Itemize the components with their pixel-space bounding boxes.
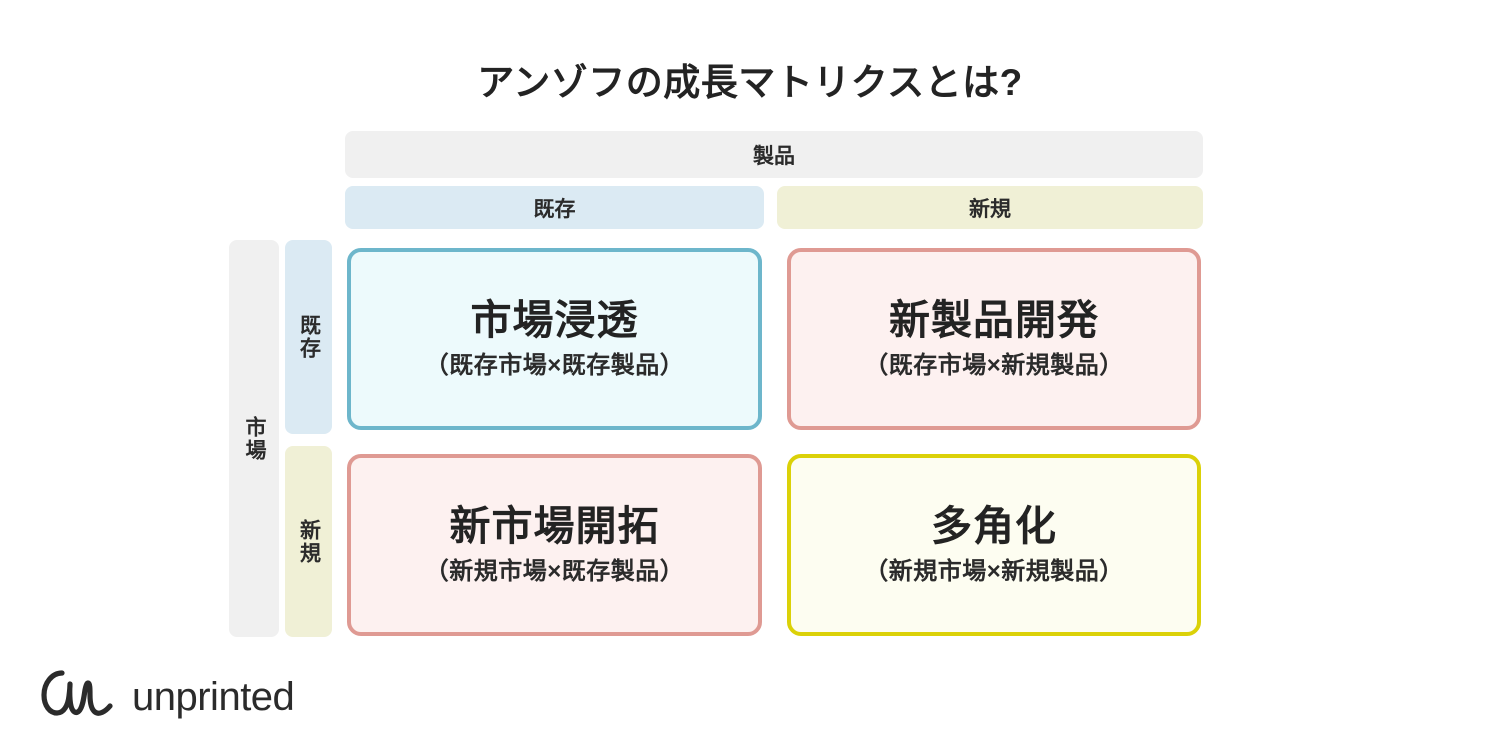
quadrant-diversification: 多角化 （新規市場×新規製品） <box>787 454 1201 636</box>
brand-wordmark: unprinted <box>132 674 295 719</box>
quadrant-market-development: 新市場開拓 （新規市場×既存製品） <box>347 454 762 636</box>
quadrant-product-development: 新製品開発 （既存市場×新規製品） <box>787 248 1201 430</box>
product-column-header-existing-label: 既存 <box>533 197 576 221</box>
brand-logo: unprinted <box>40 668 295 725</box>
market-row-header-new: 新規 <box>285 446 332 637</box>
quadrant-market-penetration: 市場浸透 （既存市場×既存製品） <box>347 248 762 430</box>
market-row-header-existing-label: 既存 <box>297 314 321 360</box>
market-row-header-new-label: 新規 <box>297 518 321 565</box>
quadrant-market-penetration-title: 市場浸透 <box>470 297 639 344</box>
quadrant-product-development-subtitle: （既存市場×新規製品） <box>864 352 1124 380</box>
quadrant-diversification-title: 多角化 <box>931 503 1057 550</box>
quadrant-market-development-subtitle: （新規市場×既存製品） <box>424 558 685 586</box>
market-row-header-existing: 既存 <box>285 240 332 434</box>
product-column-header-existing: 既存 <box>345 186 764 229</box>
product-column-header-new: 新規 <box>777 186 1203 229</box>
quadrant-market-penetration-subtitle: （既存市場×既存製品） <box>424 352 685 380</box>
unprinted-script-mark-icon <box>40 668 118 725</box>
product-axis-group-text: 製品 <box>753 144 795 168</box>
page-title: アンゾフの成長マトリクスとは? <box>477 62 1023 103</box>
product-column-header-new-label: 新規 <box>969 197 1011 221</box>
quadrant-product-development-title: 新製品開発 <box>889 297 1099 344</box>
quadrant-diversification-subtitle: （新規市場×新規製品） <box>864 558 1124 586</box>
market-axis-group-label: 市場 <box>229 240 279 637</box>
product-axis-group-label: 製品 <box>345 131 1203 178</box>
market-axis-group-text: 市場 <box>243 415 266 462</box>
quadrant-market-development-title: 新市場開拓 <box>449 503 660 550</box>
